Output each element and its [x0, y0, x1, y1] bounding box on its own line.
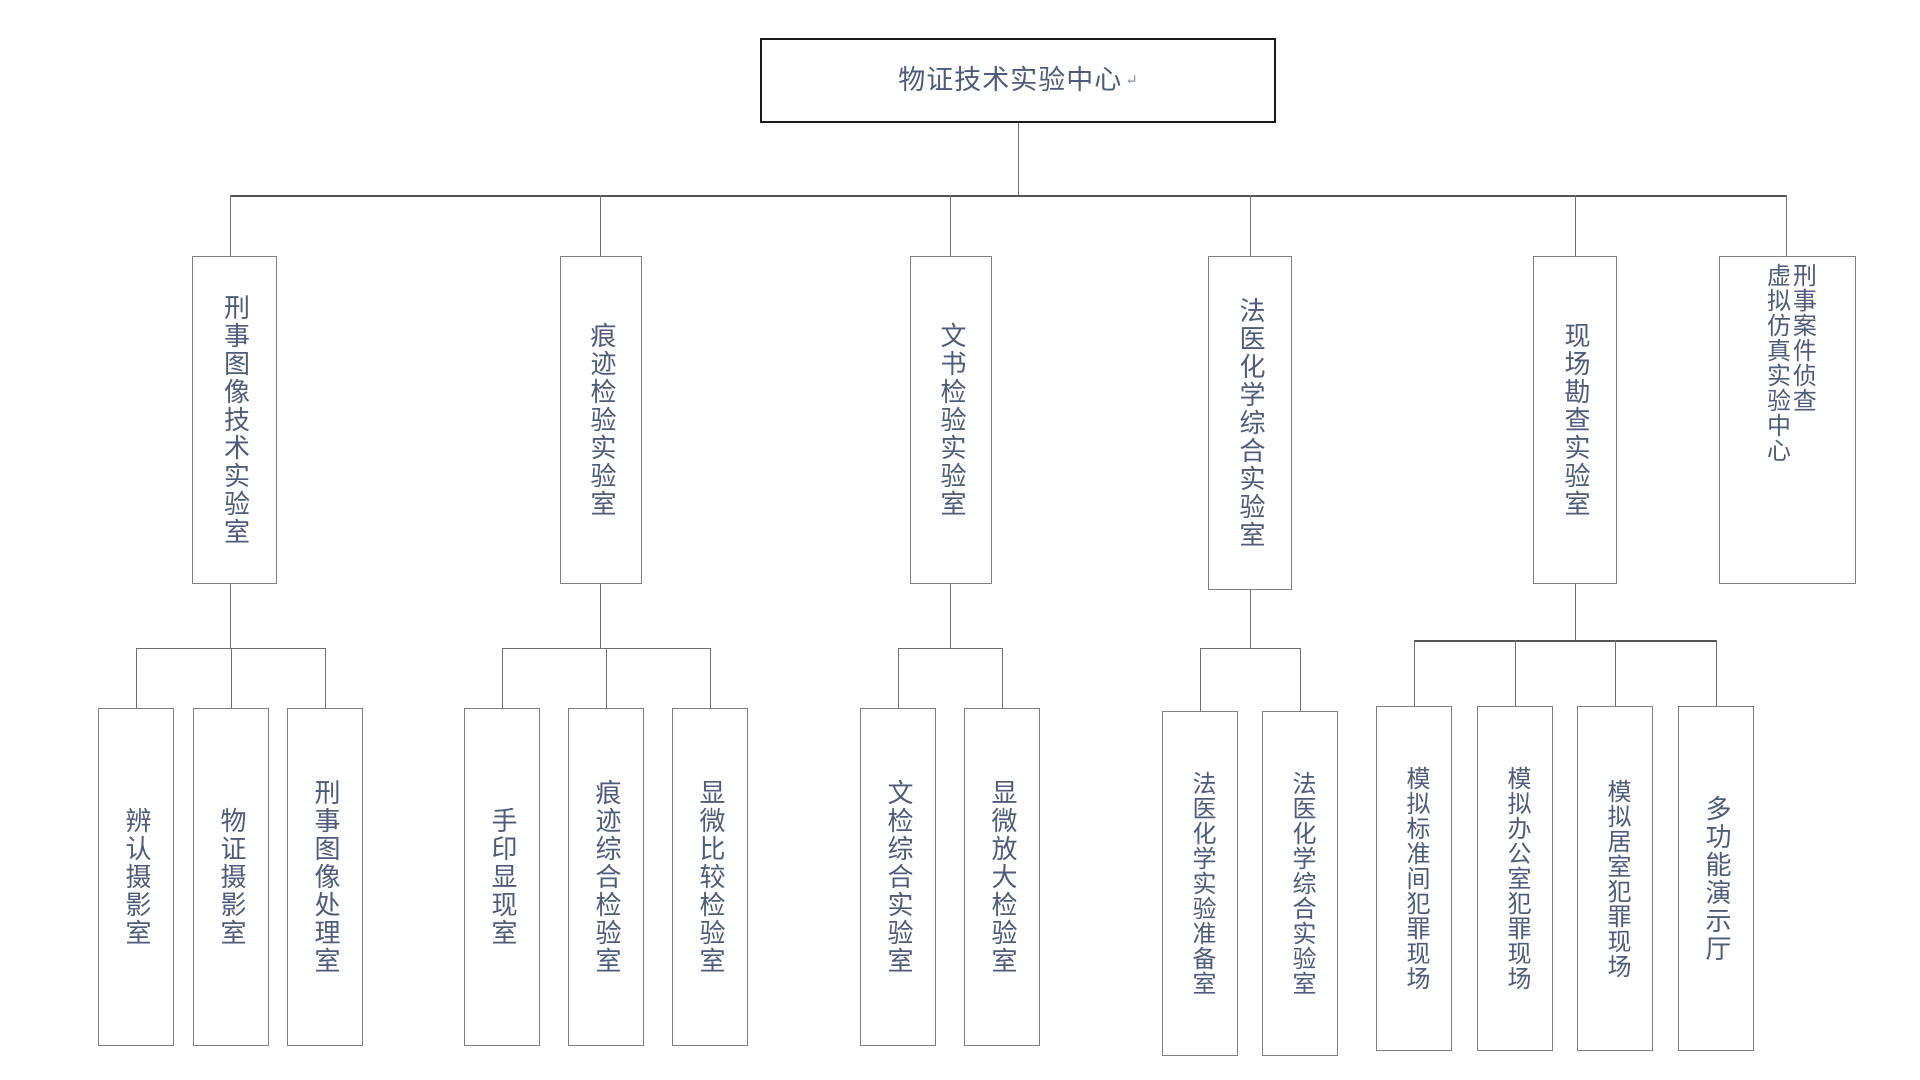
leaf-node-1-2[interactable]: 物证摄影室 [193, 708, 269, 1046]
leaf-node-5-3[interactable]: 模拟居室犯罪现场 [1577, 706, 1653, 1051]
leaf-label-1-2: 物证摄影室 [217, 807, 247, 947]
connector-drop-branch-5 [1575, 195, 1576, 256]
branch-node-5[interactable]: 现场勘查实验室 [1533, 256, 1617, 584]
leaf-node-5-4[interactable]: 多功能演示厅 [1678, 706, 1754, 1051]
leaf-node-4-1[interactable]: 法医化学实验准备室 [1162, 711, 1238, 1056]
connector-drop-branch-2 [600, 195, 601, 256]
leaf-node-4-2[interactable]: 法医化学综合实验室 [1262, 711, 1338, 1056]
connector-drop-branch-3 [950, 195, 951, 256]
leaf-label-4-1: 法医化学实验准备室 [1187, 771, 1214, 996]
connector-bus-branch-4 [1200, 648, 1300, 649]
branch-node-3[interactable]: 文书检验实验室 [910, 256, 992, 584]
leaf-node-2-2[interactable]: 痕迹综合检验室 [568, 708, 644, 1046]
connector-drop-1-2 [231, 648, 232, 708]
branch-node-2[interactable]: 痕迹检验实验室 [560, 256, 642, 584]
leaf-label-5-1: 模拟标准间犯罪现场 [1401, 766, 1428, 991]
branch-label-4: 法医化学综合实验室 [1236, 297, 1266, 549]
leaf-label-4-2: 法医化学综合实验室 [1287, 771, 1314, 996]
connector-stem-branch-5 [1575, 584, 1576, 640]
connector-stem-branch-1 [230, 584, 231, 648]
connector-root-stem [1018, 123, 1019, 195]
connector-stem-branch-2 [600, 584, 601, 648]
branch-label-3: 文书检验实验室 [937, 322, 967, 518]
connector-drop-3-2 [1002, 648, 1003, 708]
connector-drop-2-1 [502, 648, 503, 708]
branch-node-1[interactable]: 刑事图像技术实验室 [192, 256, 277, 584]
connector-drop-3-1 [898, 648, 899, 708]
connector-drop-5-3 [1615, 640, 1616, 706]
connector-drop-branch-6 [1786, 195, 1787, 256]
leaf-node-2-1[interactable]: 手印显现室 [464, 708, 540, 1046]
connector-drop-branch-4 [1250, 195, 1251, 256]
leaf-node-5-2[interactable]: 模拟办公室犯罪现场 [1477, 706, 1553, 1051]
branch-node-6[interactable]: 虚拟仿真实验中心 刑事案件侦查 [1719, 256, 1856, 584]
leaf-label-2-2: 痕迹综合检验室 [592, 779, 622, 975]
leaf-node-3-2[interactable]: 显微放大检验室 [964, 708, 1040, 1046]
connector-stem-branch-3 [950, 584, 951, 648]
leaf-node-1-3[interactable]: 刑事图像处理室 [287, 708, 363, 1046]
leaf-label-5-2: 模拟办公室犯罪现场 [1502, 766, 1529, 991]
branch-label-6-col-left: 虚拟仿真实验中心 [1762, 263, 1789, 463]
connector-drop-branch-1 [230, 195, 231, 256]
branch-node-4[interactable]: 法医化学综合实验室 [1208, 256, 1292, 590]
connector-stem-branch-4 [1250, 590, 1251, 648]
root-node[interactable]: 物证技术实验中心↵ [760, 38, 1276, 123]
leaf-node-1-1[interactable]: 辨认摄影室 [98, 708, 174, 1046]
leaf-label-3-1: 文检综合实验室 [884, 779, 914, 975]
connector-drop-4-1 [1200, 648, 1201, 711]
root-label: 物证技术实验中心 [898, 65, 1123, 96]
branch-label-5: 现场勘查实验室 [1561, 322, 1591, 518]
connector-level1-bus [230, 195, 1786, 197]
connector-bus-branch-3 [898, 648, 1002, 649]
leaf-label-1-1: 辨认摄影室 [122, 807, 152, 947]
leaf-node-3-1[interactable]: 文检综合实验室 [860, 708, 936, 1046]
connector-drop-1-1 [136, 648, 137, 708]
branch-label-2: 痕迹检验实验室 [587, 322, 617, 518]
leaf-label-2-1: 手印显现室 [488, 807, 518, 947]
connector-drop-5-2 [1515, 640, 1516, 706]
connector-drop-2-3 [710, 648, 711, 708]
leaf-label-2-3: 显微比较检验室 [696, 779, 726, 975]
leaf-label-5-3: 模拟居室犯罪现场 [1602, 778, 1629, 979]
branch-label-1: 刑事图像技术实验室 [220, 294, 250, 546]
connector-drop-4-2 [1300, 648, 1301, 711]
leaf-node-5-1[interactable]: 模拟标准间犯罪现场 [1376, 706, 1452, 1051]
leaf-label-1-3: 刑事图像处理室 [311, 779, 341, 975]
connector-drop-5-1 [1414, 640, 1415, 706]
connector-bus-branch-5 [1414, 640, 1716, 642]
connector-drop-2-2 [606, 648, 607, 708]
branch-label-6-col-right: 刑事案件侦查 [1788, 263, 1815, 413]
connector-drop-1-3 [325, 648, 326, 708]
leaf-label-3-2: 显微放大检验室 [988, 779, 1018, 975]
leaf-node-2-3[interactable]: 显微比较检验室 [672, 708, 748, 1046]
root-pilcrow-icon: ↵ [1125, 73, 1138, 89]
leaf-label-5-4: 多功能演示厅 [1702, 794, 1732, 963]
connector-drop-5-4 [1716, 640, 1717, 706]
